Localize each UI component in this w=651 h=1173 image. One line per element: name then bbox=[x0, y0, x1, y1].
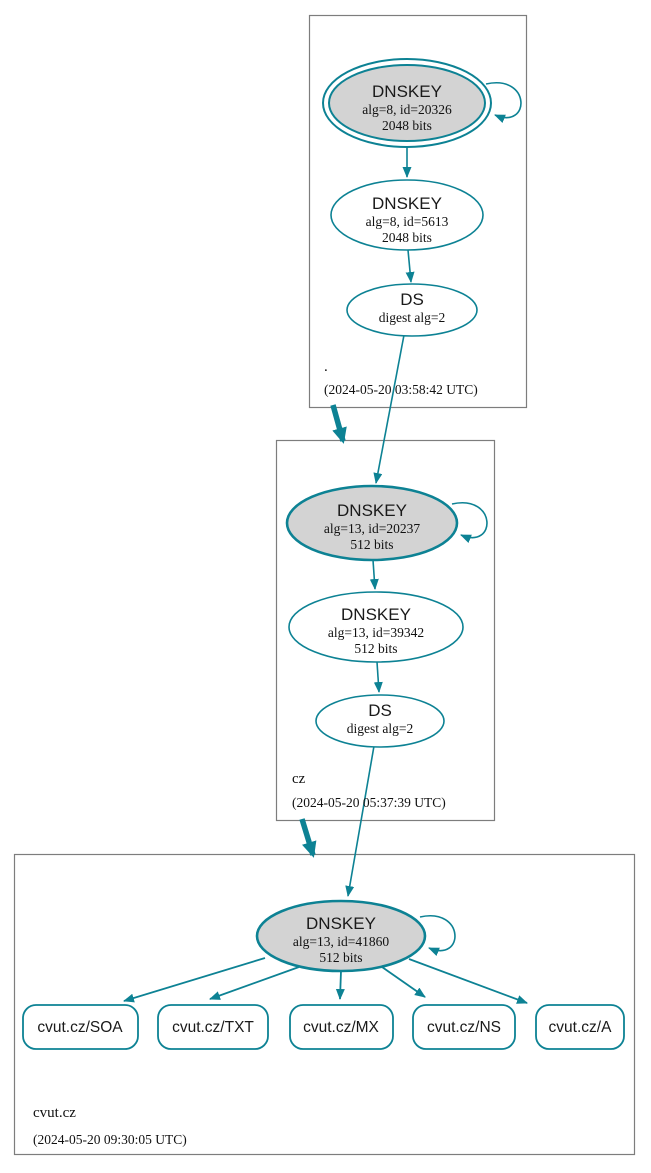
edge-cz-ksk-signs-zsk bbox=[369, 559, 379, 590]
cvut-ksk-detail: alg=13, id=41860 bbox=[293, 934, 389, 949]
rrset-label-txt: cvut.cz/TXT bbox=[172, 1019, 254, 1036]
edge-cz-ds-to-cvut-ksk bbox=[345, 745, 375, 897]
rrset-box-ns bbox=[412, 1004, 516, 1050]
node-cz-ksk-dnskey-20237[interactable]: DNSKEY alg=13, id=20237 512 bits bbox=[285, 484, 459, 562]
root-ds-title: DS bbox=[400, 290, 424, 309]
cz-ds-detail: digest alg=2 bbox=[347, 721, 413, 736]
node-root-ds[interactable]: DS digest alg=2 bbox=[346, 283, 478, 337]
rrset-box-soa bbox=[22, 1004, 139, 1050]
root-ds-detail: digest alg=2 bbox=[379, 310, 445, 325]
cz-ksk-ellipse bbox=[285, 484, 459, 562]
zone-box-cvut-cz bbox=[13, 853, 636, 1156]
cz-ksk-size: 512 bits bbox=[350, 537, 393, 552]
edge-cvut-dnskey-signs-ns bbox=[381, 966, 426, 998]
node-cz-zsk-dnskey-39342[interactable]: DNSKEY alg=13, id=39342 512 bits bbox=[288, 591, 464, 663]
node-rrset-cvut-cz-mx[interactable]: cvut.cz/MX bbox=[289, 1004, 394, 1050]
edge-cvut-dnskey-signs-mx bbox=[335, 970, 345, 1000]
edge-cz-delegation-to-cvut bbox=[299, 818, 317, 858]
cz-ds-title: DS bbox=[368, 701, 392, 720]
cvut-ksk-ellipse bbox=[255, 899, 427, 973]
cz-zsk-size: 512 bits bbox=[354, 641, 397, 656]
zone-box-root bbox=[308, 14, 528, 409]
root-ksk-inner-ring bbox=[328, 64, 486, 142]
edge-cz-ksk-self-sign bbox=[451, 502, 488, 543]
cz-ksk-detail: alg=13, id=20237 bbox=[324, 521, 420, 536]
node-rrset-cvut-cz-a[interactable]: cvut.cz/A bbox=[535, 1004, 625, 1050]
root-ksk-size: 2048 bits bbox=[382, 118, 432, 133]
rrset-label-soa: cvut.cz/SOA bbox=[37, 1019, 123, 1036]
rrset-box-txt bbox=[157, 1004, 269, 1050]
node-rrset-cvut-cz-soa[interactable]: cvut.cz/SOA bbox=[22, 1004, 139, 1050]
node-root-zsk-dnskey-5613[interactable]: DNSKEY alg=8, id=5613 2048 bits bbox=[330, 179, 484, 251]
node-root-ksk-dnskey-20326[interactable]: DNSKEY alg=8, id=20326 2048 bits bbox=[322, 58, 492, 148]
root-zsk-ellipse bbox=[330, 179, 484, 251]
node-cz-ds[interactable]: DS digest alg=2 bbox=[315, 694, 445, 748]
root-ksk-title: DNSKEY bbox=[372, 82, 442, 101]
edge-cvut-dnskey-signs-a bbox=[408, 958, 528, 1004]
root-zsk-size: 2048 bits bbox=[382, 230, 432, 245]
edge-cz-zsk-signs-ds bbox=[373, 661, 383, 693]
rrset-label-a: cvut.cz/A bbox=[549, 1019, 613, 1036]
rrset-box-a bbox=[535, 1004, 625, 1050]
zone-label-cz: cz bbox=[292, 771, 306, 787]
cz-ksk-title: DNSKEY bbox=[337, 501, 407, 520]
rrset-box-mx bbox=[289, 1004, 394, 1050]
rrset-label-mx: cvut.cz/MX bbox=[303, 1019, 379, 1036]
root-ksk-detail: alg=8, id=20326 bbox=[362, 102, 452, 117]
edge-root-ds-to-cz-ksk bbox=[373, 334, 405, 484]
cz-zsk-detail: alg=13, id=39342 bbox=[328, 625, 424, 640]
edge-cvut-ksk-self-sign bbox=[419, 915, 456, 956]
root-zsk-detail: alg=8, id=5613 bbox=[366, 214, 449, 229]
edge-cvut-dnskey-signs-txt bbox=[209, 966, 300, 1000]
edge-root-delegation-to-cz bbox=[330, 404, 347, 444]
node-rrset-cvut-cz-ns[interactable]: cvut.cz/NS bbox=[412, 1004, 516, 1050]
cvut-ksk-title: DNSKEY bbox=[306, 914, 376, 933]
edge-root-ksk-self-sign bbox=[485, 82, 522, 123]
edge-root-zsk-signs-ds bbox=[405, 249, 415, 283]
zone-timestamp-cz: (2024-05-20 05:37:39 UTC) bbox=[292, 795, 446, 810]
cz-zsk-title: DNSKEY bbox=[341, 605, 411, 624]
node-cvut-ksk-dnskey-41860[interactable]: DNSKEY alg=13, id=41860 512 bits bbox=[255, 899, 427, 973]
rrset-label-ns: cvut.cz/NS bbox=[427, 1019, 501, 1036]
zone-timestamp-root: (2024-05-20 03:58:42 UTC) bbox=[324, 382, 478, 397]
node-rrset-cvut-cz-txt[interactable]: cvut.cz/TXT bbox=[157, 1004, 269, 1050]
zone-label-cvut-cz: cvut.cz bbox=[33, 1105, 76, 1121]
root-ds-ellipse bbox=[346, 283, 478, 337]
root-zsk-title: DNSKEY bbox=[372, 194, 442, 213]
cvut-ksk-size: 512 bits bbox=[319, 950, 362, 965]
zone-label-root: . bbox=[324, 359, 328, 375]
edge-cvut-dnskey-signs-soa bbox=[123, 957, 266, 1003]
cz-ds-ellipse bbox=[315, 694, 445, 748]
zone-timestamp-cvut-cz: (2024-05-20 09:30:05 UTC) bbox=[33, 1132, 187, 1147]
zone-box-cz bbox=[275, 439, 496, 822]
cz-zsk-ellipse bbox=[288, 591, 464, 663]
